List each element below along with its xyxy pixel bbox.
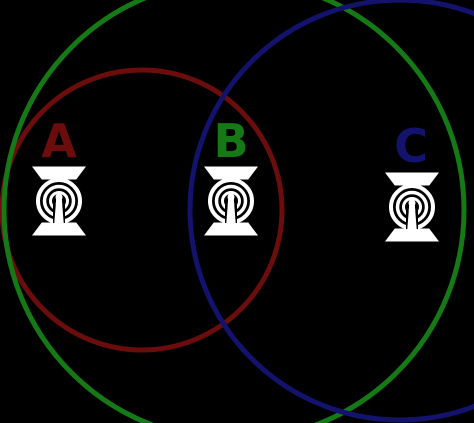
node-a: A: [31, 114, 87, 237]
coverage-circle-c: [187, 0, 474, 423]
node-b-label: B: [213, 114, 248, 168]
node-a-label: A: [41, 114, 77, 168]
node-c: C: [384, 119, 440, 243]
coverage-circle-a: [0, 67, 285, 353]
wireless-tower-icon: [31, 165, 87, 237]
wireless-tower-icon: [203, 165, 259, 237]
node-b: B: [203, 114, 259, 237]
wireless-tower-icon: [384, 171, 440, 243]
node-c-label: C: [394, 119, 428, 173]
